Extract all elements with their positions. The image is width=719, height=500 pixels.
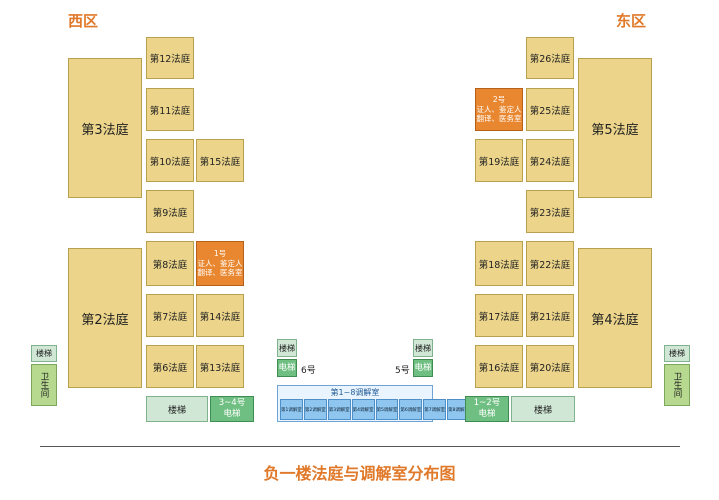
east-elevator-1-2: 1~2号 电梯 bbox=[465, 396, 509, 422]
court-13: 第13法庭 bbox=[196, 345, 244, 388]
center-east-stairs: 楼梯 bbox=[413, 339, 433, 357]
court-25: 第25法庭 bbox=[526, 88, 574, 131]
witness-room-2-line1: 证人、鉴定人 bbox=[476, 104, 522, 114]
elevator-6-label: 电梯 bbox=[278, 362, 296, 373]
elevator-1-2-num: 1~2号 bbox=[473, 398, 501, 409]
mediation-room-6: 第6调解室 bbox=[399, 399, 423, 420]
page-title: 负一楼法庭与调解室分布图 bbox=[263, 464, 456, 483]
court-4: 第4法庭 bbox=[578, 248, 652, 388]
mediation-room-2: 第2调解室 bbox=[303, 399, 327, 420]
elevator-5-number: 5号 bbox=[395, 366, 410, 376]
court-12: 第12法庭 bbox=[146, 37, 194, 79]
mediation-room-7: 第7调解室 bbox=[423, 399, 447, 420]
mediation-rooms: 第1调解室第2调解室第3调解室第4调解室第5调解室第6调解室第7调解室第8调解室 bbox=[280, 399, 470, 420]
west-zone-label: 西区 bbox=[68, 12, 99, 30]
court-18: 第18法庭 bbox=[475, 241, 523, 286]
court-15: 第15法庭 bbox=[196, 139, 244, 182]
court-21: 第21法庭 bbox=[526, 294, 574, 337]
elevator-3-4-label: 电梯 bbox=[223, 409, 241, 419]
elevator-3-4-num: 3~4号 bbox=[218, 398, 246, 409]
court-9: 第9法庭 bbox=[146, 190, 194, 233]
witness-room-1: 1号 证人、鉴定人 翻译、医务室 bbox=[196, 241, 244, 286]
witness-room-1-line2: 翻译、医务室 bbox=[197, 268, 243, 278]
court-22: 第22法庭 bbox=[526, 241, 574, 286]
west-restroom: 卫生间 bbox=[31, 364, 57, 406]
west-stairs: 楼梯 bbox=[146, 396, 208, 422]
center-west-stairs: 楼梯 bbox=[277, 339, 297, 357]
court-16: 第16法庭 bbox=[475, 345, 523, 388]
west-elevator-3-4: 3~4号 电梯 bbox=[210, 396, 254, 422]
court-26: 第26法庭 bbox=[526, 37, 574, 79]
court-2: 第2法庭 bbox=[68, 248, 142, 388]
witness-room-2: 2号 证人、鉴定人 翻译、医务室 bbox=[475, 88, 523, 131]
mediation-room-5: 第5调解室 bbox=[375, 399, 399, 420]
court-5: 第5法庭 bbox=[578, 58, 652, 198]
mediation-header: 第1~8调解室 bbox=[330, 388, 380, 397]
witness-room-2-num: 2号 bbox=[492, 95, 506, 105]
court-3: 第3法庭 bbox=[68, 58, 142, 198]
mediation-room-1: 第1调解室 bbox=[280, 399, 303, 420]
court-11: 第11法庭 bbox=[146, 88, 194, 131]
court-8: 第8法庭 bbox=[146, 241, 194, 286]
witness-room-2-line2: 翻译、医务室 bbox=[476, 114, 522, 124]
court-23: 第23法庭 bbox=[526, 190, 574, 233]
mediation-room-4: 第4调解室 bbox=[351, 399, 375, 420]
east-zone-label: 东区 bbox=[616, 12, 647, 30]
elevator-1-2-label: 电梯 bbox=[478, 409, 496, 419]
witness-room-1-num: 1号 bbox=[213, 249, 227, 259]
court-20: 第20法庭 bbox=[526, 345, 574, 388]
divider-line bbox=[40, 446, 680, 447]
court-10: 第10法庭 bbox=[146, 139, 194, 182]
far-east-stairs: 楼梯 bbox=[664, 345, 690, 362]
court-6: 第6法庭 bbox=[146, 345, 194, 388]
court-7: 第7法庭 bbox=[146, 294, 194, 337]
court-14: 第14法庭 bbox=[196, 294, 244, 337]
east-stairs: 楼梯 bbox=[511, 396, 575, 422]
court-17: 第17法庭 bbox=[475, 294, 523, 337]
east-restroom: 卫生间 bbox=[664, 364, 690, 406]
elevator-5-label: 电梯 bbox=[414, 362, 432, 373]
court-24: 第24法庭 bbox=[526, 139, 574, 182]
witness-room-1-line1: 证人、鉴定人 bbox=[197, 258, 243, 268]
court-19: 第19法庭 bbox=[475, 139, 523, 182]
elevator-5: 电梯 bbox=[413, 359, 433, 377]
elevator-6: 电梯 bbox=[277, 359, 297, 377]
mediation-area: 第1~8调解室 第1调解室第2调解室第3调解室第4调解室第5调解室第6调解室第7… bbox=[277, 385, 470, 422]
mediation-room-3: 第3调解室 bbox=[327, 399, 351, 420]
elevator-6-number: 6号 bbox=[301, 366, 316, 376]
far-west-stairs: 楼梯 bbox=[31, 345, 57, 362]
